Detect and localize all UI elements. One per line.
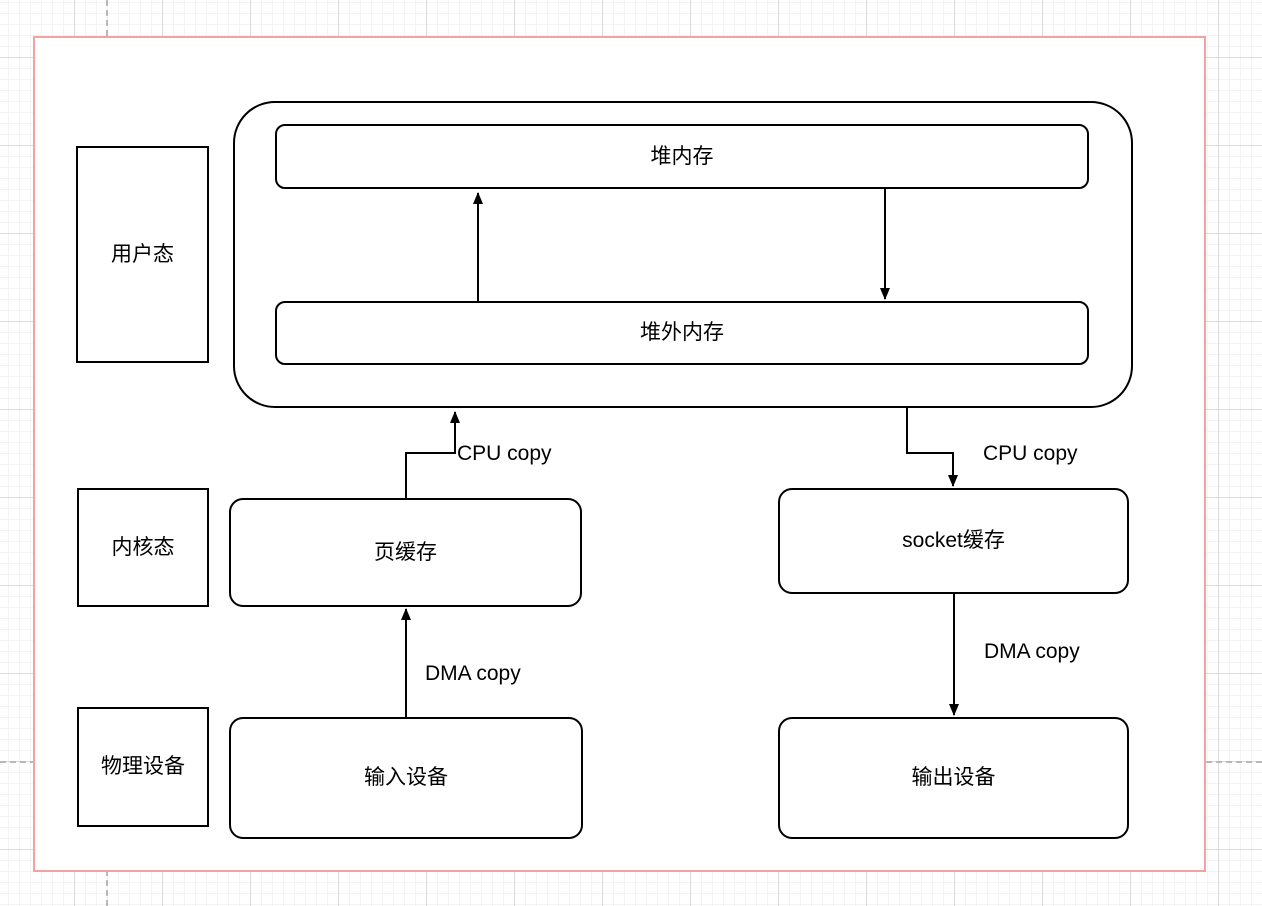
node-user-mode-label: 用户态 bbox=[111, 242, 174, 266]
node-input-device-label: 输入设备 bbox=[364, 766, 448, 790]
node-kernel-mode-label: 内核态 bbox=[111, 535, 175, 559]
edge-label-dma-copy-right: DMA copy bbox=[984, 640, 1080, 663]
node-socket-cache-label: socket缓存 bbox=[902, 529, 1005, 553]
edge-label-dma-copy-left: DMA copy bbox=[425, 662, 521, 685]
node-offheap-memory-label: 堆外内存 bbox=[640, 321, 724, 345]
node-kernel-mode[interactable]: 内核态 bbox=[77, 488, 209, 607]
node-page-cache[interactable]: 页缓存 bbox=[229, 498, 582, 607]
edge-label-cpu-copy-right: CPU copy bbox=[983, 442, 1078, 465]
node-input-device[interactable]: 输入设备 bbox=[229, 717, 583, 839]
node-heap-memory[interactable]: 堆内存 bbox=[275, 124, 1089, 189]
node-output-device[interactable]: 输出设备 bbox=[778, 717, 1129, 839]
edge-label-cpu-copy-left: CPU copy bbox=[457, 442, 552, 465]
node-user-mode[interactable]: 用户态 bbox=[76, 146, 209, 363]
node-output-device-label: 输出设备 bbox=[911, 766, 996, 790]
node-heap-memory-label: 堆内存 bbox=[650, 144, 714, 168]
node-physical-device-label: 物理设备 bbox=[101, 755, 185, 779]
node-page-cache-label: 页缓存 bbox=[374, 540, 437, 564]
node-offheap-memory[interactable]: 堆外内存 bbox=[275, 301, 1089, 365]
node-socket-cache[interactable]: socket缓存 bbox=[778, 488, 1129, 594]
node-physical-device[interactable]: 物理设备 bbox=[77, 707, 209, 827]
